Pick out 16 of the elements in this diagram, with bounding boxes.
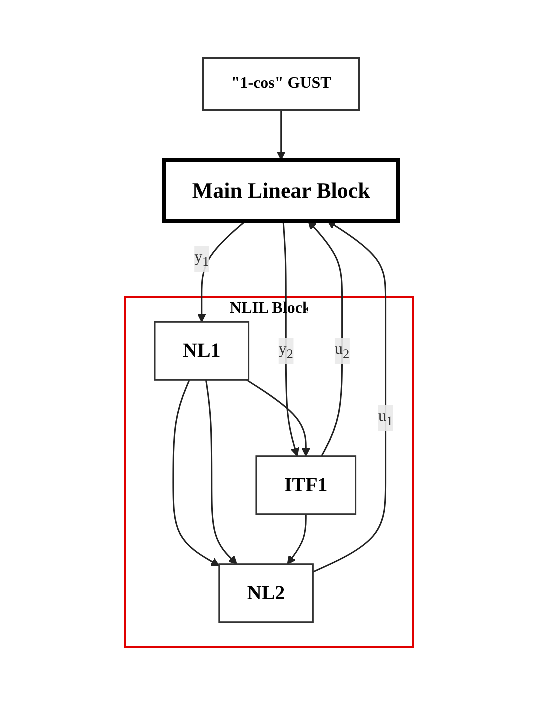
node-box: Main Linear Block bbox=[162, 158, 401, 223]
arrow bbox=[277, 110, 286, 160]
arrow bbox=[288, 514, 308, 565]
arrow bbox=[206, 380, 238, 565]
node-box: "1-cos" GUST bbox=[202, 56, 361, 111]
arrow bbox=[313, 220, 387, 573]
edge-label: y$_{1}$ bbox=[194, 248, 210, 270]
arrow bbox=[246, 379, 311, 457]
node-box: ITF1 bbox=[256, 455, 357, 515]
edge-label: u$_{2}$ bbox=[335, 340, 350, 362]
edge-label: u$_{1}$ bbox=[378, 408, 394, 428]
arrow bbox=[173, 380, 220, 566]
node-box: NL1 bbox=[154, 321, 250, 381]
node-box: NL2 bbox=[219, 563, 314, 623]
edge-label: y$_{2}$ bbox=[279, 340, 294, 362]
arrow bbox=[308, 220, 344, 457]
